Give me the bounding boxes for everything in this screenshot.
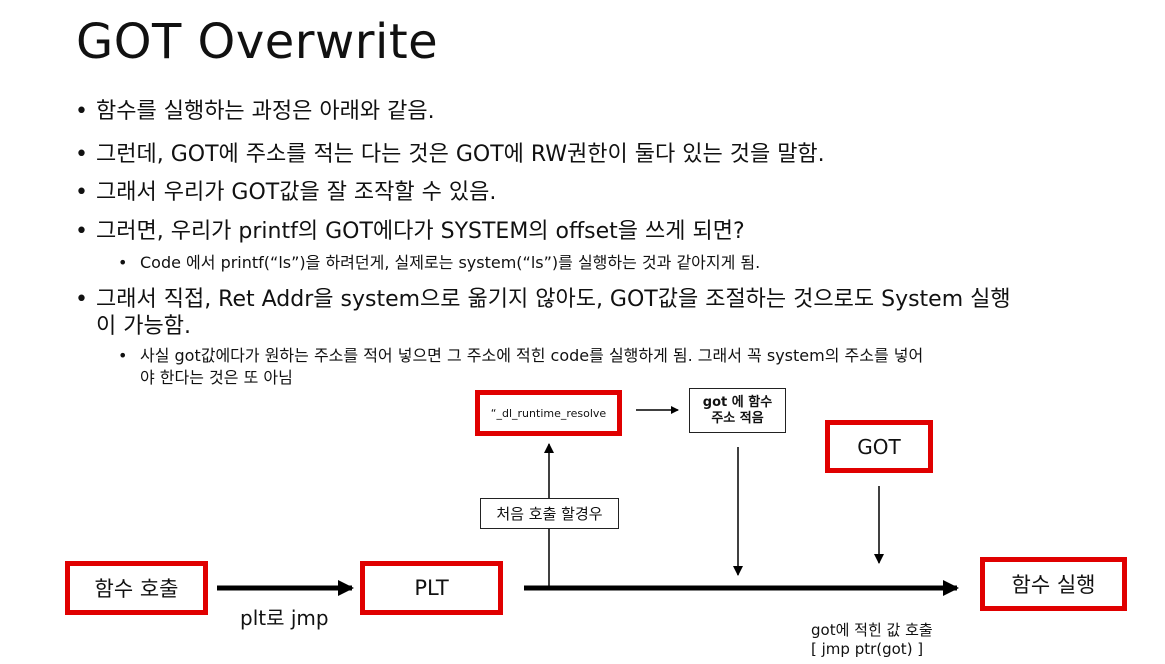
got-write-box: got 에 함수 주소 적음 [689, 388, 786, 433]
bullet-text: 그러면, 우리가 printf의 GOT에다가 SYSTEM의 offset을 … [96, 219, 745, 244]
got-call-label: got에 적힌 값 호출 [ jmp ptr(got) ] [811, 621, 933, 659]
function-call-label: 함수 호출 [94, 577, 179, 601]
first-call-label: 처음 호출 할경우 [496, 505, 603, 523]
resolve-box: “_dl_runtime_resolve [475, 390, 622, 436]
got-call-line: [ jmp ptr(got) ] [811, 640, 924, 658]
bullet-glyph: • [118, 346, 128, 365]
function-exec-box: 함수 실행 [980, 557, 1127, 611]
bullet-glyph: • [75, 99, 88, 124]
plt-box: PLT [360, 561, 503, 615]
bullet-text: 이 가능함. [96, 314, 191, 339]
bullet-glyph: • [75, 219, 88, 244]
bullet-glyph: • [75, 180, 88, 205]
function-call-box: 함수 호출 [65, 561, 208, 615]
bullet-text: 그래서 우리가 GOT값을 잘 조작할 수 있음. [96, 180, 497, 205]
plt-jmp-label: plt로 jmp [240, 606, 329, 630]
sub-bullet-text: 사실 got값에다가 원하는 주소를 적어 넣으면 그 주소에 적힌 code를… [140, 346, 924, 365]
bullet-glyph: • [75, 142, 88, 167]
got-box: GOT [825, 420, 933, 473]
sub-bullet-text: 야 한다는 것은 또 아님 [140, 368, 293, 387]
bullet-text: 함수를 실행하는 과정은 아래와 같음. [96, 99, 435, 124]
resolve-label: “_dl_runtime_resolve [490, 406, 607, 420]
got-label: GOT [857, 434, 901, 459]
bullet-text: 그런데, GOT에 주소를 적는 다는 것은 GOT에 RW권한이 둘다 있는 … [96, 142, 825, 167]
plt-label: PLT [414, 576, 449, 600]
function-exec-label: 함수 실행 [1011, 573, 1096, 597]
bullet-glyph: • [118, 253, 128, 272]
got-write-line: 주소 적음 [711, 410, 764, 426]
got-call-line: got에 적힌 값 호출 [811, 621, 933, 639]
bullet-glyph: • [75, 287, 88, 312]
page-title: GOT Overwrite [76, 14, 439, 70]
sub-bullet-text: Code 에서 printf(“ls”)을 하려던게, 실제로는 system(… [140, 253, 761, 272]
bullet-text: 그래서 직접, Ret Addr을 system으로 옮기지 않아도, GOT값… [96, 287, 1011, 312]
first-call-box: 처음 호출 할경우 [480, 498, 619, 529]
got-write-line: got 에 함수 [702, 394, 773, 410]
